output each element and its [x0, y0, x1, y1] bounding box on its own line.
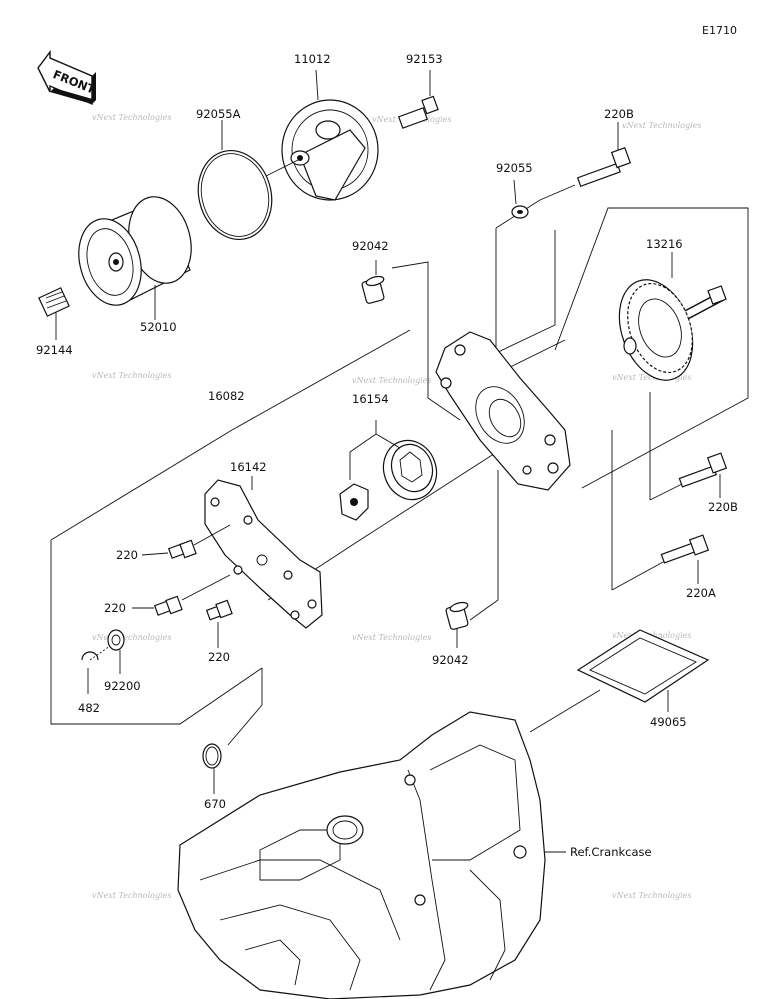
- assembly-frame: [50, 184, 749, 746]
- callout-13216: 13216: [646, 237, 683, 251]
- rotor-set-16154: [339, 420, 438, 521]
- dowel-92042-bottom: [445, 601, 469, 648]
- dowel-92042-top: [361, 260, 385, 304]
- bolt-220B-right: [678, 452, 728, 498]
- bolt-220B-top: [576, 122, 632, 188]
- front-arrow-icon: FRONT: [37, 49, 97, 106]
- o-ring-92055A: [197, 120, 273, 241]
- spring-92144: [38, 287, 70, 340]
- callout-11012: 11012: [294, 52, 331, 66]
- watermark: vNext Technologies: [92, 113, 171, 122]
- callout-92042-top: 92042: [352, 239, 389, 253]
- callout-220-b: 220: [104, 601, 126, 615]
- o-ring-670: [202, 743, 222, 794]
- callout-92042-bottom: 92042: [432, 653, 469, 667]
- watermark: vNext Technologies: [352, 633, 431, 642]
- watermark: vNext Technologies: [92, 891, 171, 900]
- screw-220-a: [141, 524, 231, 559]
- gasket-49065: [576, 629, 710, 712]
- screw-220-b: [132, 574, 231, 616]
- callout-16142: 16142: [230, 460, 267, 474]
- callout-220-a: 220: [116, 548, 138, 562]
- callout-16154: 16154: [352, 392, 389, 406]
- oil-filter: [78, 196, 192, 320]
- callout-220A: 220A: [686, 586, 716, 600]
- washer-92200: [107, 629, 125, 674]
- watermark: vNext Technologies: [92, 633, 171, 642]
- callout-92153: 92153: [406, 52, 443, 66]
- callout-220-c: 220: [208, 650, 230, 664]
- washer-92055: [511, 179, 529, 219]
- bolt-92153: [397, 70, 439, 129]
- watermark: vNext Technologies: [612, 891, 691, 900]
- callout-49065: 49065: [650, 715, 687, 729]
- diagram-code: E1710: [702, 24, 737, 37]
- gear-shaft-13216: [618, 252, 727, 381]
- watermark: vNext Technologies: [612, 373, 691, 382]
- callout-16082: 16082: [208, 389, 245, 403]
- callout-labels: 11012 92153 92055A 220B 92055 92042 1321…: [36, 52, 738, 859]
- screw-220-c: [205, 599, 233, 648]
- crankcase: [177, 711, 566, 999]
- callout-92055: 92055: [496, 161, 533, 175]
- pump-cover-plate-16142: [204, 476, 323, 629]
- callout-92055A: 92055A: [196, 107, 241, 121]
- callout-ref-crankcase: Ref.Crankcase: [570, 845, 652, 859]
- oil-pump-body: [435, 331, 571, 491]
- watermark: vNext Technologies: [92, 371, 171, 380]
- callout-220B-top: 220B: [604, 107, 634, 121]
- circlip-482: [81, 645, 111, 694]
- watermark: vNext Technologies: [352, 376, 431, 385]
- oil-strainer-cover: [257, 69, 379, 201]
- watermark: vNext Technologies: [622, 121, 701, 130]
- callout-670: 670: [204, 797, 226, 811]
- callout-92200: 92200: [104, 679, 141, 693]
- callout-92144: 92144: [36, 343, 73, 357]
- callout-482: 482: [78, 701, 100, 715]
- bolt-220A: [660, 534, 710, 584]
- callout-220B-right: 220B: [708, 500, 738, 514]
- callout-52010: 52010: [140, 320, 177, 334]
